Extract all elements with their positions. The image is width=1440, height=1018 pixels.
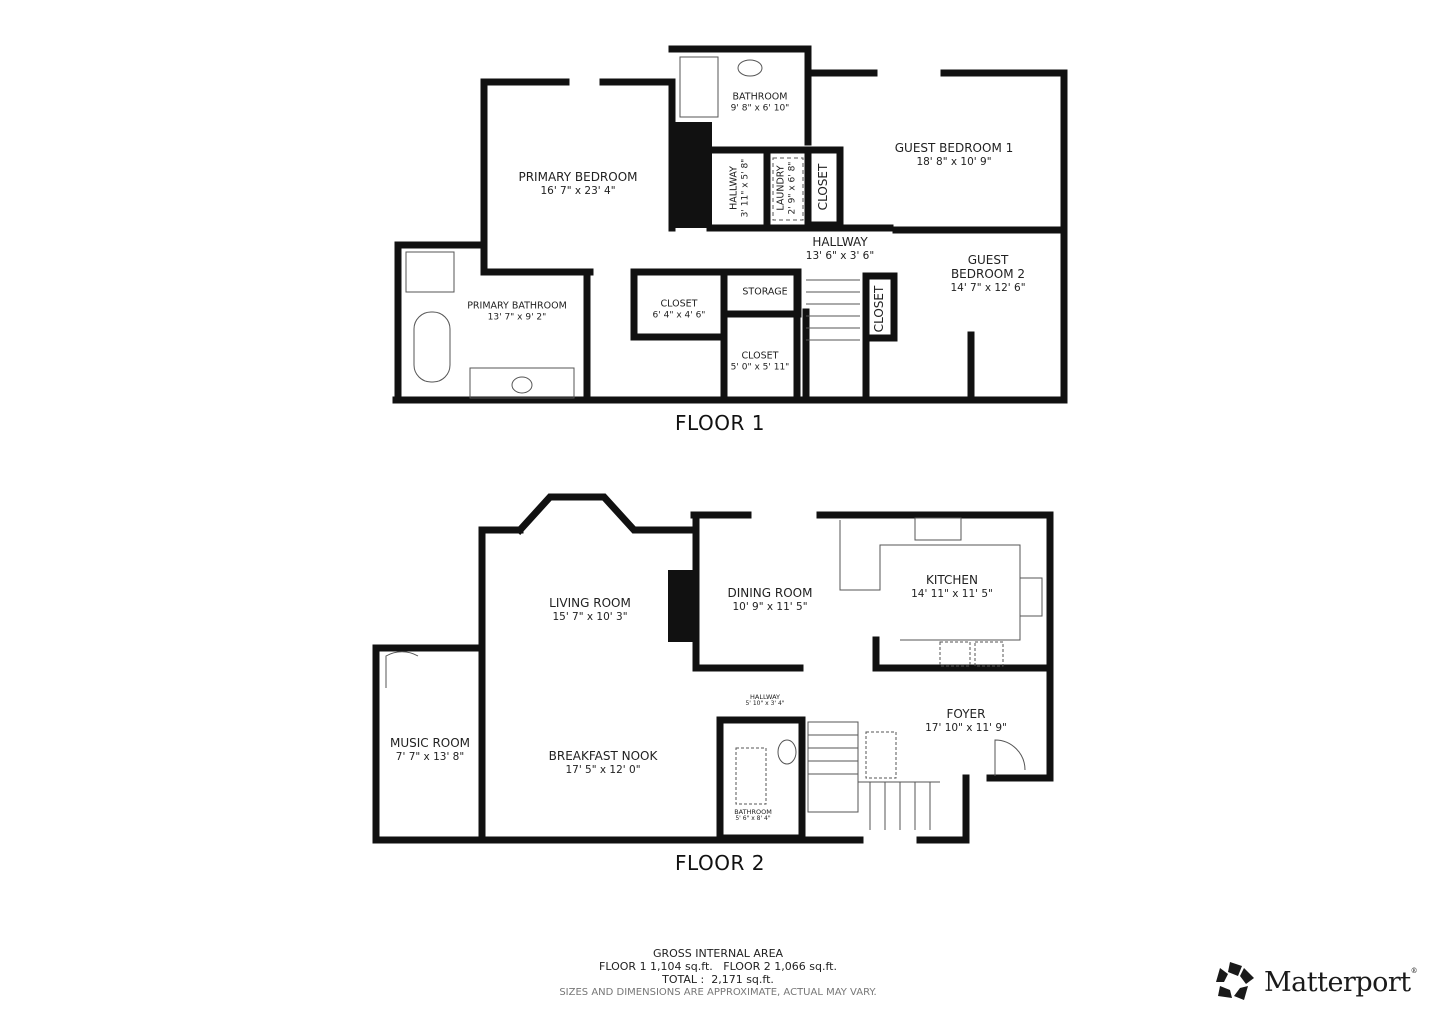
matterport-logo: Matterport® — [1212, 960, 1418, 1004]
floor1-title: FLOOR 1 — [675, 411, 765, 435]
area-heading: GROSS INTERNAL AREA — [652, 947, 784, 960]
floor2-walls — [372, 493, 1054, 844]
room-hallway-small-floor1: HALLWAY 3' 11" x 5' 8" — [728, 158, 751, 218]
room-guest-bedroom-2: GUEST BEDROOM 2 14' 7" x 12' 6" — [950, 253, 1026, 294]
floor2-title: FLOOR 2 — [675, 851, 765, 875]
room-breakfast-nook: BREAKFAST NOOK 17' 5" x 12' 0" — [548, 749, 658, 776]
room-living-room: LIVING ROOM 15' 7" x 10' 3" — [549, 596, 631, 623]
room-hallway-floor1: HALLWAY 13' 6" x 3' 6" — [805, 235, 875, 262]
room-closet-guest2: CLOSET — [872, 285, 887, 333]
floor1-walls — [392, 45, 1068, 404]
room-primary-bathroom: PRIMARY BATHROOM 13' 7" x 9' 2" — [467, 300, 567, 323]
area-disclaimer: SIZES AND DIMENSIONS ARE APPROXIMATE, AC… — [559, 987, 877, 998]
matterport-mark-icon — [1216, 962, 1254, 1000]
area-total: TOTAL : 2,171 sq.ft. — [662, 973, 774, 986]
room-bathroom-floor2: BATHROOM 5' 6" x 8' 4" — [734, 807, 772, 823]
room-dining-room: DINING ROOM 10' 9" x 11' 5" — [727, 586, 813, 613]
room-foyer: FOYER 17' 10" x 11' 9" — [925, 707, 1007, 734]
chimney-floor1 — [672, 122, 712, 228]
stairs-floor1 — [806, 279, 860, 341]
chimney-floor2 — [668, 570, 696, 642]
room-music-room: MUSIC ROOM 7' 7" x 13' 8" — [389, 736, 471, 763]
room-hallway-floor2: HALLWAY 5' 10" x 3' 4" — [745, 692, 785, 708]
room-closet-upper: CLOSET — [816, 163, 831, 211]
room-closet-5x5: CLOSET 5' 0" x 5' 11" — [730, 350, 790, 373]
room-kitchen: KITCHEN 14' 11" x 11' 5" — [911, 573, 993, 600]
area-floors: FLOOR 1 1,104 sq.ft. FLOOR 2 1,066 sq.ft… — [599, 960, 837, 973]
room-guest-bedroom-1: GUEST BEDROOM 1 18' 8" x 10' 9" — [894, 141, 1014, 168]
gross-internal-area: GROSS INTERNAL AREA FLOOR 1 1,104 sq.ft.… — [559, 947, 876, 999]
matterport-wordmark: Matterport® — [1264, 966, 1418, 998]
room-primary-bedroom: PRIMARY BEDROOM 16' 7" x 23' 4" — [518, 170, 638, 197]
room-storage: STORAGE — [742, 286, 788, 298]
room-bathroom-floor1: BATHROOM 9' 8" x 6' 10" — [730, 91, 790, 114]
stairs-floor2 — [807, 721, 940, 830]
room-closet-6x4: CLOSET 6' 4" x 4' 6" — [652, 298, 706, 321]
room-laundry: LAUNDRY 2' 9" x 6' 8" — [775, 161, 798, 215]
